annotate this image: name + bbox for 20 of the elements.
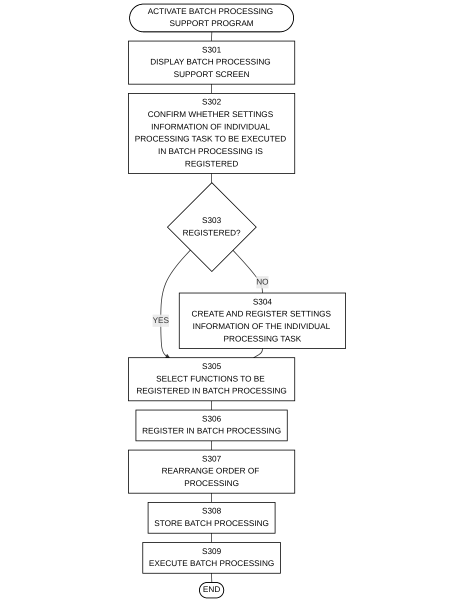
node-diamond: S303 REGISTERED? bbox=[166, 182, 257, 272]
connector bbox=[211, 572, 212, 584]
node-box: S305 SELECT FUNCTIONS TO BE REGISTERED IN BATCH PROCESSING bbox=[128, 357, 296, 402]
arrow bbox=[160, 250, 191, 358]
connector bbox=[253, 348, 263, 358]
edge-label: NO bbox=[256, 278, 269, 286]
connector bbox=[211, 400, 212, 410]
node-box: S309 EXECUTE BATCH PROCESSING bbox=[142, 542, 281, 574]
edge-label: YES bbox=[152, 316, 169, 325]
node-box: S301 DISPLAY BATCH PROCESSING SUPPORT SCREEN bbox=[128, 40, 296, 85]
node-box: S306 REGISTER IN BATCH PROCESSING bbox=[136, 410, 288, 442]
node-box: S304 CREATE AND REGISTER SETTINGS INFORMATION OF THE INDIVIDUAL PROCESSING TASK bbox=[178, 292, 346, 349]
connector bbox=[211, 84, 212, 94]
node-box: S307 REARRANGE ORDER OF PROCESSING bbox=[128, 450, 296, 494]
connector bbox=[211, 532, 212, 543]
connector bbox=[211, 492, 212, 503]
connector bbox=[211, 440, 212, 450]
node-box: S302 CONFIRM WHETHER SETTINGS INFORMATION OF INDIVIDUAL PROCESSING TASK TO BE EXECUTED IN BATCH PROCESSING IS REGISTERED bbox=[128, 93, 296, 174]
connector bbox=[211, 173, 212, 184]
node-box: S308 STORE BATCH PROCESSING bbox=[148, 502, 276, 534]
